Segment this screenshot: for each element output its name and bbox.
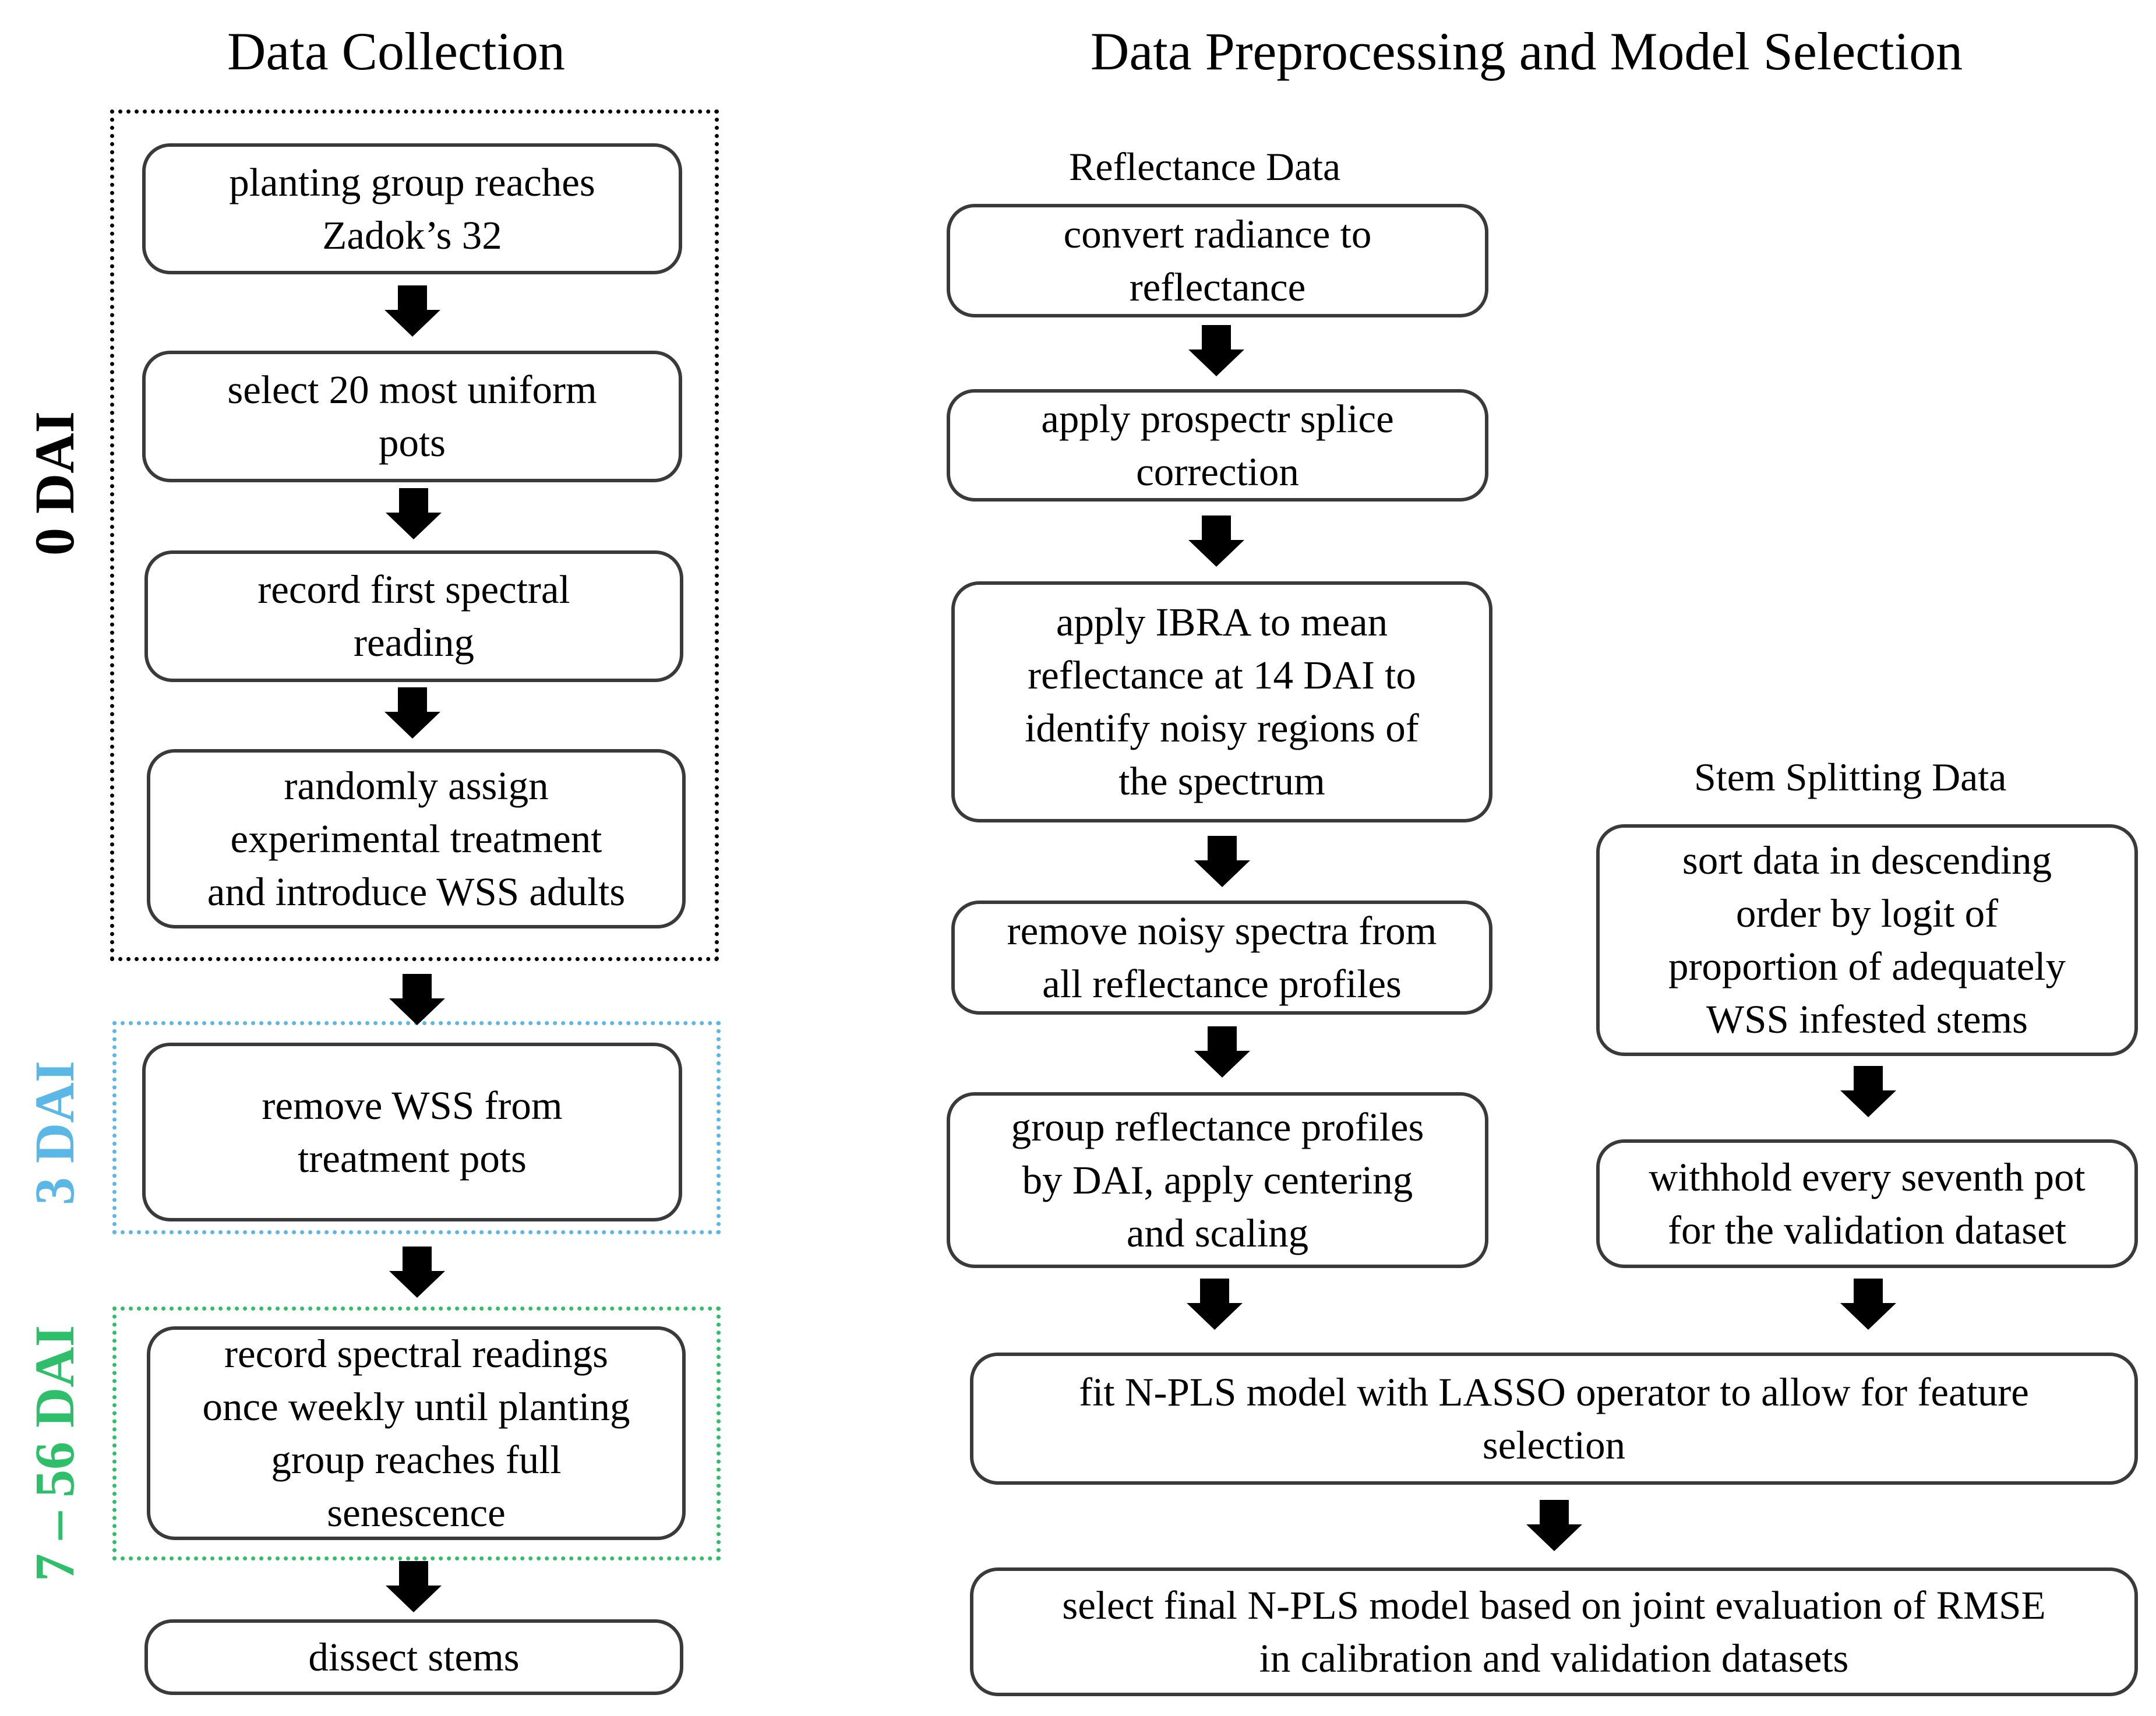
step-apply-ibra: apply IBRA to mean reflectance at 14 DAI… (951, 581, 1492, 822)
step-remove-wss: remove WSS from treatment pots (142, 1043, 682, 1221)
step-planting-group: planting group reaches Zadok’s 32 (142, 143, 682, 274)
step-withhold: withhold every seventh pot for the valid… (1596, 1139, 2138, 1268)
step-fit-npls: fit N-PLS model with LASSO operator to a… (970, 1353, 2138, 1485)
arrow-down-icon (1187, 1279, 1243, 1330)
heading-stem-splitting-data: Stem Splitting Data (1694, 755, 2007, 799)
arrow-down-icon (1188, 325, 1244, 376)
step-convert-radiance: convert radiance to reflectance (947, 204, 1488, 317)
step-weekly-readings: record spectral readings once weekly unt… (147, 1326, 686, 1540)
step-select-pots: select 20 most uniform pots (142, 351, 682, 482)
heading-preprocessing: Data Preprocessing and Model Selection (1091, 22, 1963, 81)
arrow-down-icon (1840, 1066, 1896, 1117)
step-sort-data: sort data in descending order by logit o… (1596, 824, 2138, 1056)
heading-data-collection: Data Collection (227, 22, 565, 81)
stage-box-7-56-dai (112, 1307, 721, 1560)
arrow-down-icon (389, 1247, 445, 1298)
step-assign-treatment: randomly assign experimental treatment a… (147, 749, 686, 928)
arrow-down-icon (1194, 836, 1250, 887)
step-splice-correction: apply prospectr splice correction (947, 389, 1488, 502)
arrow-down-icon (389, 974, 445, 1025)
arrow-down-icon (1194, 1026, 1250, 1078)
arrow-down-icon (1840, 1279, 1896, 1330)
arrow-down-icon (386, 488, 442, 539)
arrow-down-icon (386, 1561, 442, 1612)
heading-reflectance-data: Reflectance Data (1069, 144, 1341, 189)
stage-box-0-dai (110, 110, 719, 961)
step-dissect-stems: dissect stems (144, 1619, 683, 1695)
arrow-down-icon (1526, 1500, 1582, 1551)
step-first-reading: record first spectral reading (144, 550, 683, 682)
arrow-down-icon (1188, 515, 1244, 567)
arrow-down-icon (384, 687, 440, 739)
step-remove-noisy: remove noisy spectra from all reflectanc… (951, 901, 1492, 1015)
step-group-profiles: group reflectance profiles by DAI, apply… (947, 1092, 1488, 1268)
step-select-final: select final N-PLS model based on joint … (970, 1567, 2138, 1696)
arrow-down-icon (384, 285, 440, 337)
